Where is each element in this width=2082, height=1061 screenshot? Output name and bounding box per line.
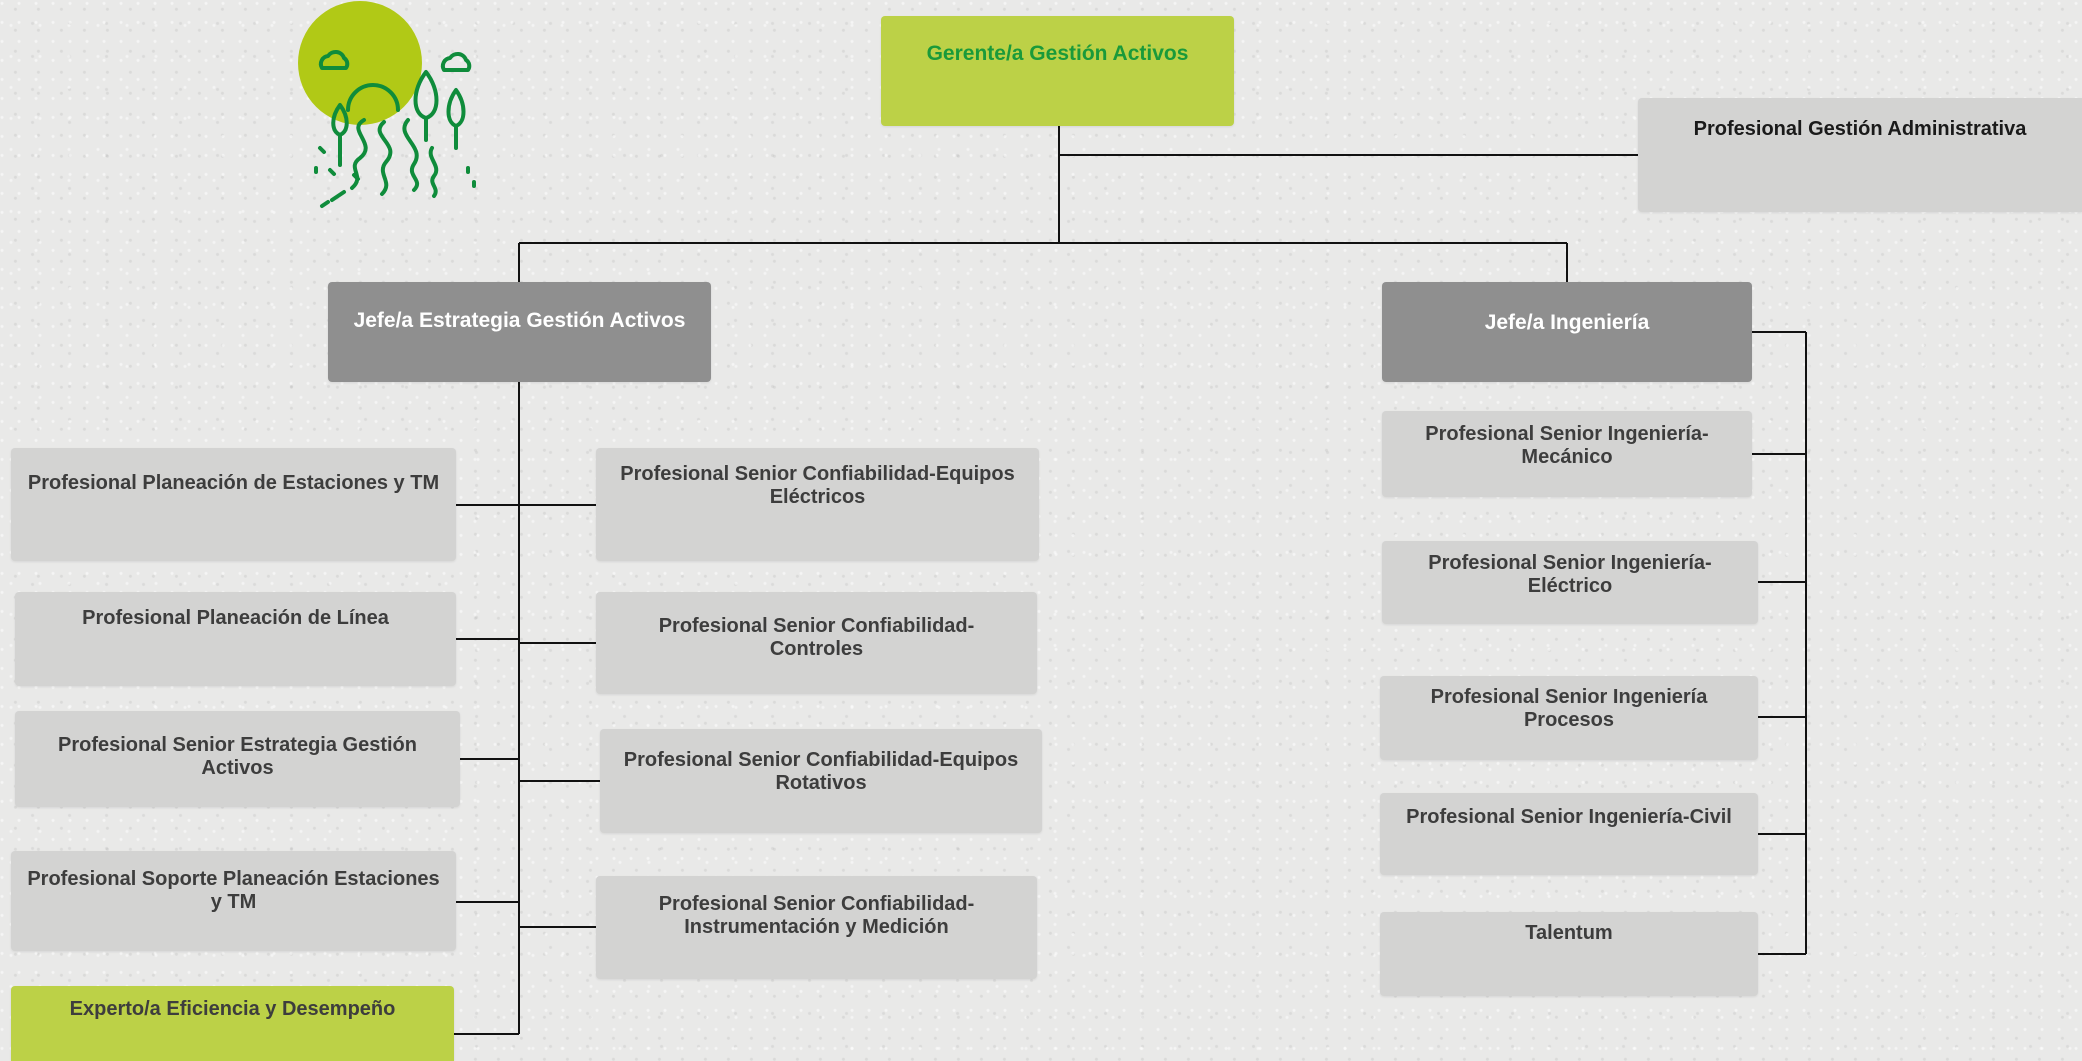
estrategia-left-item: Profesional Planeación de Línea	[15, 592, 456, 686]
estrategia-right-item: Profesional Senior Confiabilidad-Instrum…	[596, 876, 1037, 979]
jefe-ingenieria-box: Jefe/a Ingeniería	[1382, 282, 1752, 382]
jefe-estrategia-box: Jefe/a Estrategia Gestión Activos	[328, 282, 711, 382]
estrategia-left-item: Profesional Soporte Planeación Estacione…	[11, 851, 456, 951]
ingenieria-item: Talentum	[1380, 912, 1758, 996]
estrategia-left-item: Profesional Planeación de Estaciones y T…	[11, 448, 456, 561]
estrategia-left-item: Experto/a Eficiencia y Desempeño	[11, 986, 454, 1061]
ingenieria-item: Profesional Senior Ingeniería-Civil	[1380, 793, 1758, 875]
ingenieria-item: Profesional Senior Ingeniería-Mecánico	[1382, 411, 1752, 497]
admin-box: Profesional Gestión Administrativa	[1638, 98, 2082, 212]
ingenieria-item: Profesional Senior Ingeniería-Eléctrico	[1382, 541, 1758, 624]
estrategia-right-item: Profesional Senior Confiabilidad-Control…	[596, 592, 1037, 694]
estrategia-right-item: Profesional Senior Confiabilidad-Equipos…	[596, 448, 1039, 561]
estrategia-right-item: Profesional Senior Confiabilidad-Equipos…	[600, 729, 1042, 833]
ingenieria-item: Profesional Senior Ingeniería Procesos	[1380, 676, 1758, 760]
gerente-box: Gerente/a Gestión Activos	[881, 16, 1234, 126]
forest-river-icon	[298, 1, 476, 208]
estrategia-left-item: Profesional Senior Estrategia Gestión Ac…	[15, 711, 460, 807]
